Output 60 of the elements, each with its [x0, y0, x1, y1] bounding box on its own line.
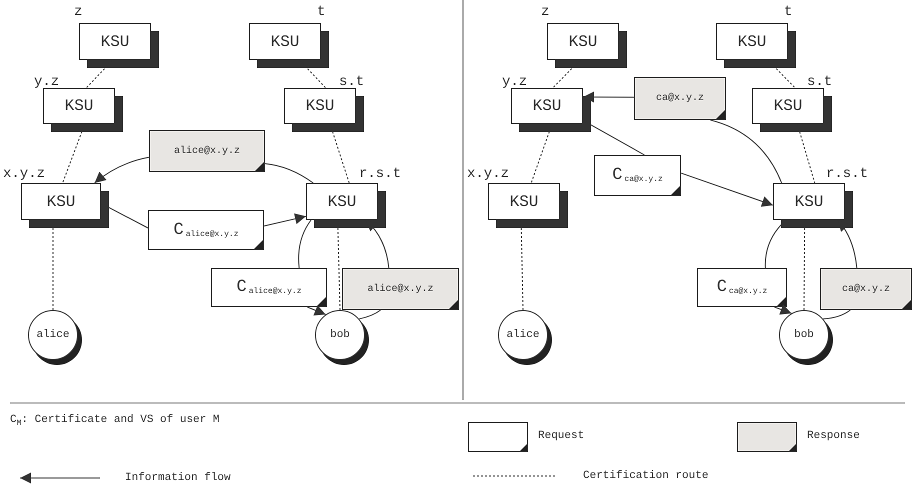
server-label: KSU: [774, 97, 802, 115]
legend-text: Response: [807, 430, 860, 442]
server-label: KSU: [532, 97, 562, 115]
arrow: [680, 172, 774, 207]
domain-name: t: [317, 4, 326, 20]
message-text: alice@x.y.z: [367, 284, 434, 294]
server-label: KSU: [100, 32, 130, 50]
arrow: [306, 305, 326, 316]
server-label: KSU: [306, 97, 334, 115]
arrow: [582, 92, 634, 103]
notation-note: C$_{M}$: Certificate and VS of user M: [10, 414, 220, 428]
domain-name: r.s.t: [359, 166, 402, 182]
domain-name: x.y.z: [3, 166, 46, 182]
response-message-box: [149, 130, 265, 172]
connector-line: [264, 163, 314, 184]
server-label: KSU: [64, 97, 94, 115]
user-name: alice: [506, 329, 540, 341]
arrow: [264, 213, 306, 226]
connector-line: [710, 120, 782, 184]
user-name: bob: [330, 329, 350, 341]
legend-text: Request: [538, 430, 584, 442]
server-label: KSU: [568, 32, 598, 50]
message-text: C$_{alice@x.y.z}$: [236, 278, 302, 297]
domain-name: z: [74, 4, 82, 20]
message-text: ca@x.y.z: [842, 284, 890, 294]
response-message-box: [634, 77, 726, 120]
connector-line: [358, 310, 382, 320]
message-text: alice@x.y.z: [174, 146, 240, 156]
arrow: [94, 156, 150, 184]
domain-name: s.t: [339, 74, 364, 90]
domain-name: x.y.z: [467, 166, 510, 182]
message-text: C$_{ca@x.y.z}$: [612, 166, 663, 185]
legend-text: Certification route: [583, 470, 708, 482]
message-text: ca@x.y.z: [656, 93, 704, 104]
server-label: KSU: [510, 192, 538, 210]
response-message-box: [342, 268, 459, 310]
message-text: C$_{alice@x.y.z}$: [173, 220, 238, 240]
connector-line: [822, 310, 851, 320]
message-text: C$_{ca@x.y.z}$: [716, 278, 768, 297]
domain-name: y.z: [502, 74, 528, 90]
user-name: bob: [794, 329, 814, 341]
arrow: [774, 304, 792, 315]
server-label: KSU: [738, 32, 766, 50]
server-label: KSU: [794, 192, 824, 210]
request-message-box: [594, 155, 681, 196]
request-message-box: [697, 268, 787, 307]
domain-name: s.t: [807, 74, 832, 90]
server-label: KSU: [46, 192, 76, 210]
domain-name: r.s.t: [826, 166, 868, 182]
domain-name: y.z: [34, 74, 60, 90]
request-message-box: [148, 210, 264, 250]
server-label: KSU: [328, 192, 356, 210]
server-label: KSU: [270, 32, 300, 50]
user-name: alice: [36, 329, 70, 341]
response-message-box: [820, 268, 912, 310]
domain-name: z: [541, 4, 550, 20]
legend-text: Information flow: [125, 472, 231, 484]
request-message-box: [211, 268, 327, 307]
connector-line: [298, 220, 312, 268]
domain-name: t: [784, 4, 792, 20]
